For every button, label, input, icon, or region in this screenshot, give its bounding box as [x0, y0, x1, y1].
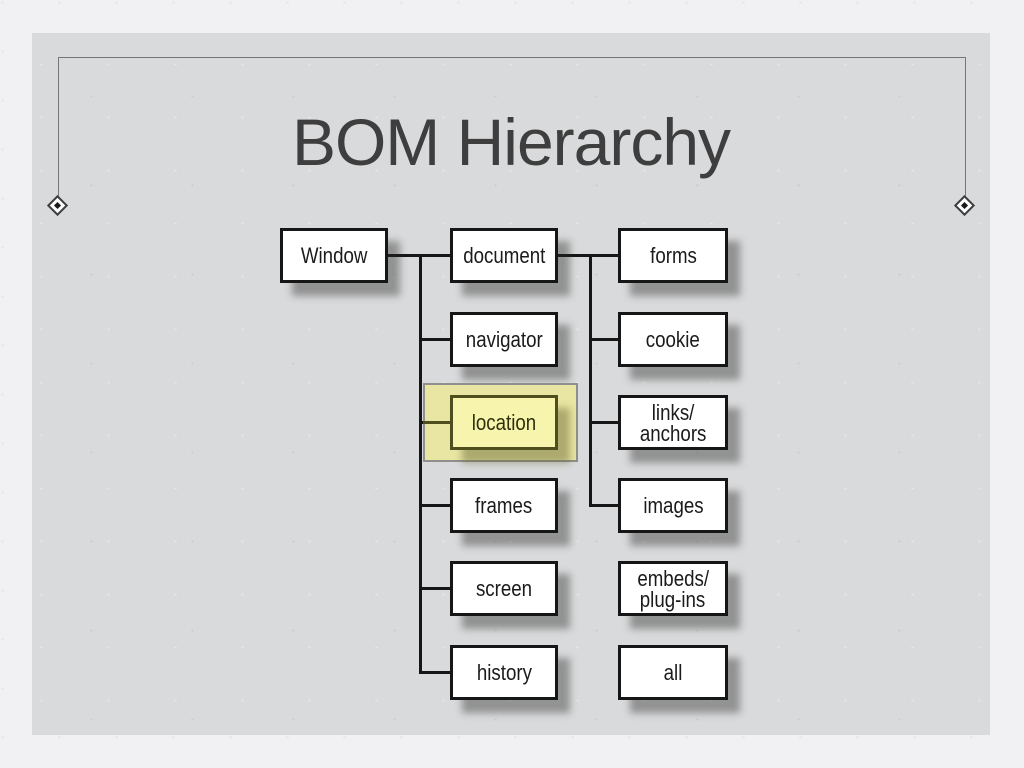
connector-branch-cookie — [589, 338, 618, 341]
node-location-label: location — [471, 410, 537, 435]
node-frames: frames — [450, 478, 558, 533]
node-links-anchors: links/ anchors — [618, 395, 728, 450]
slide-title: BOM Hierarchy — [291, 105, 731, 179]
frame-top-rule — [58, 57, 966, 58]
connector-document-trunk — [589, 254, 592, 507]
node-cookie-label: cookie — [645, 327, 701, 352]
connector-branch-navigator — [419, 338, 450, 341]
node-document: document — [450, 228, 558, 283]
node-forms-label: forms — [649, 243, 697, 268]
node-screen-label: screen — [475, 576, 533, 601]
connector-branch-location-highlighted — [423, 421, 450, 424]
node-navigator: navigator — [450, 312, 558, 367]
frame-left-rule — [58, 57, 59, 198]
frame-right-rule — [965, 57, 966, 198]
connector-branch-history — [419, 671, 450, 674]
node-links-anchors-label-line1: links/ — [651, 399, 695, 425]
node-embeds-plugins-label-line1: embeds/ — [637, 565, 709, 591]
node-cookie: cookie — [618, 312, 728, 367]
connector-branch-screen — [419, 587, 450, 590]
node-all-label: all — [663, 660, 683, 685]
node-embeds-plugins: embeds/ plug-ins — [618, 561, 728, 616]
connector-branch-frames — [419, 504, 450, 507]
connector-branch-location — [419, 421, 425, 424]
node-navigator-label: navigator — [465, 327, 543, 352]
node-location: location — [450, 395, 558, 450]
connector-branch-links-anchors — [589, 421, 618, 424]
node-all: all — [618, 645, 728, 700]
node-history-label: history — [476, 660, 532, 685]
node-images: images — [618, 478, 728, 533]
node-document-label: document — [462, 243, 546, 268]
node-window-label: Window — [300, 243, 368, 268]
node-screen: screen — [450, 561, 558, 616]
connector-document-forms — [558, 254, 618, 257]
bom-hierarchy-diagram: Window document navigator location frame… — [32, 33, 990, 735]
node-window: Window — [280, 228, 388, 283]
slide-surface: BOM Hierarchy Window d — [32, 33, 990, 735]
node-images-label: images — [642, 493, 704, 518]
node-links-anchors-label-line2: anchors — [639, 420, 707, 446]
connector-branch-images — [589, 504, 618, 507]
node-history: history — [450, 645, 558, 700]
connector-window-trunk — [419, 254, 422, 674]
node-frames-label: frames — [475, 493, 533, 518]
node-embeds-plugins-label-line2: plug-ins — [640, 586, 706, 612]
node-forms: forms — [618, 228, 728, 283]
